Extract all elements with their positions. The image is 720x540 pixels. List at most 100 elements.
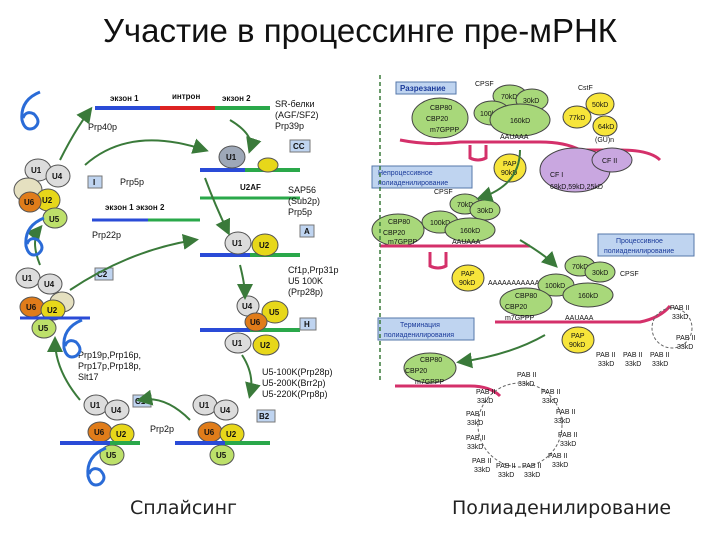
- c2-u2-label: U2: [47, 306, 58, 315]
- pab3-e-kd: 33kD: [652, 361, 668, 368]
- h-u6: [244, 312, 268, 332]
- c1-u4-label: U4: [111, 406, 122, 415]
- cbp20-label-3: CBP20: [505, 304, 527, 311]
- pab4-h-label: PAB II: [472, 458, 491, 465]
- h-u2-label: U2: [260, 341, 271, 350]
- sap-line-3: Prp5p: [288, 207, 312, 217]
- h-u5-label: U5: [269, 308, 280, 317]
- b2-u6-label: U6: [204, 428, 215, 437]
- box-i-label: I: [93, 178, 95, 187]
- pab-ring-3: [651, 307, 693, 349]
- u5k-line-1: U5-100K(Prp28p): [262, 367, 333, 377]
- pab3-b-label: PAB II: [676, 335, 695, 342]
- box-a: [299, 224, 315, 238]
- pap-3: [561, 326, 595, 354]
- cbp80-label-1: CBP80: [430, 105, 452, 112]
- arrow-10: [59, 106, 93, 161]
- pap-1-90kd: 90kD: [501, 170, 517, 177]
- h-u5: [261, 300, 289, 324]
- arrow-7: [136, 389, 191, 421]
- pap-1: [493, 153, 527, 183]
- cstf-64kd: [592, 115, 618, 137]
- pap-2-90kd: 90kD: [459, 280, 475, 287]
- pab4-c-kd: 33kD: [542, 398, 558, 405]
- cstf-64kd-label: 64kD: [598, 124, 614, 131]
- box-h-label: H: [304, 320, 310, 329]
- u2-label: U2: [42, 196, 53, 205]
- pab4-i-label: PAB II: [496, 463, 515, 470]
- aaa-label-2: AAAAAAAAAAA: [488, 280, 540, 287]
- a-u2: [251, 233, 279, 257]
- u1-label: U1: [31, 166, 42, 175]
- handwritten-mark-2: [24, 216, 45, 257]
- pab4-i-kd: 33kD: [498, 472, 514, 479]
- cstf-label: CstF: [578, 85, 593, 92]
- sr-line-3: Prp39p: [275, 121, 304, 131]
- label-cleavage: [395, 81, 457, 95]
- box-b2: [256, 409, 276, 423]
- pap-3-label: PAP: [571, 333, 585, 340]
- c2-u2: [40, 299, 66, 321]
- cpsf-label-3: CPSF: [620, 271, 639, 278]
- pab4-e-kd: 33kD: [554, 418, 570, 425]
- cap-label-2: m7GPPP: [388, 239, 418, 246]
- label-processive: [597, 233, 695, 257]
- pap-2: [451, 264, 485, 292]
- cfi-label: CF I: [550, 172, 563, 179]
- pab4-d-kd: 33kD: [467, 420, 483, 427]
- pab3-e-label: PAB II: [650, 352, 669, 359]
- cstf-50kd: [585, 92, 615, 116]
- cpsf-160kd-label: 160kD: [510, 118, 530, 125]
- a-u2-label: U2: [259, 241, 270, 250]
- cap-label-1: m7GPPP: [430, 127, 460, 134]
- u5k-line-2: U5-200K(Brr2p): [262, 378, 326, 388]
- box-cc: [289, 139, 311, 153]
- cbp20-label-1: CBP20: [426, 116, 448, 123]
- u6-label: U6: [24, 198, 35, 207]
- pab3-c-kd: 33kD: [598, 361, 614, 368]
- pab4-g-label: PAB II: [558, 432, 577, 439]
- sap-line-2: (Sub2p): [288, 196, 320, 206]
- c1-u1-label: U1: [90, 401, 101, 410]
- gu-label: (GU)n: [595, 137, 614, 144]
- pab4-a-kd: 33kD: [518, 381, 534, 388]
- cstf-77kd: [562, 105, 592, 129]
- cpsf-30kd-label: 30kD: [523, 98, 539, 105]
- sap-line-1: SAP56: [288, 185, 316, 195]
- u5-label: U5: [49, 215, 60, 224]
- rna-loop-2: [428, 252, 448, 270]
- cc-u1-snrnp: [218, 145, 246, 169]
- label-termination-1: Терминация: [400, 322, 440, 329]
- cbp20-label-4: CBP20: [405, 368, 427, 375]
- box-cc-label: CC: [293, 142, 305, 151]
- pab4-k-kd: 33kD: [552, 462, 568, 469]
- arrow-9: [26, 224, 43, 266]
- poly-arrow-1: [476, 149, 521, 202]
- u4-label: U4: [52, 172, 63, 181]
- arrow-2: [229, 119, 262, 154]
- cstf-77kd-label: 77kD: [569, 115, 585, 122]
- pap-2-label: PAP: [461, 271, 475, 278]
- h-u1-label: U1: [232, 339, 243, 348]
- cpsf2-30kd-label: 30kD: [477, 208, 493, 215]
- pab4-e-label: PAB II: [556, 409, 575, 416]
- pab4-c-label: PAB II: [541, 389, 560, 396]
- c2-u5-label: U5: [38, 324, 49, 333]
- pab4-a-label: PAB II: [517, 372, 536, 379]
- label-unprocessed: [371, 165, 473, 189]
- intron-label: интрон: [172, 92, 200, 101]
- pab4-j-kd: 33kD: [524, 472, 540, 479]
- cbp-complex-3: [499, 287, 553, 317]
- pab4-j-label: PAB II: [522, 463, 541, 470]
- cpsf3-160kd-label: 160kD: [578, 293, 598, 300]
- c1-u2-label: U2: [116, 430, 127, 439]
- cap-label-3: m7GPPP: [505, 315, 535, 322]
- pap-1-label: PAP: [503, 161, 517, 168]
- u6-snrnp: [18, 191, 42, 213]
- c1-u5-label: U5: [106, 451, 117, 460]
- h-u1: [224, 332, 252, 354]
- pab3-d-label: PAB II: [623, 352, 642, 359]
- cpsf3-70kd-label: 70kD: [572, 264, 588, 271]
- sr-line-1: SR-белки: [275, 99, 314, 109]
- c1-u6-label: U6: [94, 428, 105, 437]
